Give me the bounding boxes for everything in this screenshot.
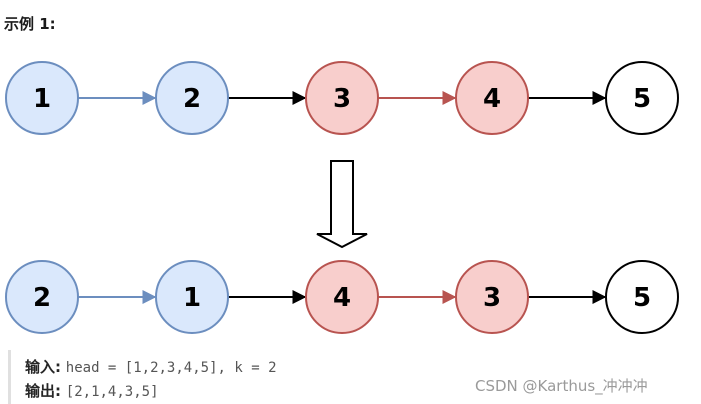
before-node-label-4: 4 — [483, 84, 501, 114]
after-node-2 — [155, 260, 229, 334]
linked-list-diagram: 1 2 3 4 5 2 1 4 3 5 — [5, 61, 679, 334]
input-label: 输入: — [25, 358, 61, 376]
down-arrow-icon — [316, 160, 368, 249]
after-node-label-2: 1 — [183, 283, 201, 313]
list-before: 1 2 3 4 5 — [5, 61, 679, 135]
output-line: 输出: [2,1,4,3,5] — [25, 381, 159, 402]
after-node-label-1: 2 — [33, 283, 51, 313]
watermark: CSDN @Karthus_冲冲冲 — [475, 377, 648, 395]
after-node-4 — [455, 260, 529, 334]
input-value: head = [1,2,3,4,5], k = 2 — [65, 360, 277, 376]
before-node-4 — [455, 61, 529, 135]
after-node-5 — [605, 260, 679, 334]
input-line: 输入: head = [1,2,3,4,5], k = 2 — [25, 357, 277, 378]
before-node-label-1: 1 — [33, 84, 51, 114]
after-node-3 — [305, 260, 379, 334]
before-node-label-2: 2 — [183, 84, 201, 114]
before-node-2 — [155, 61, 229, 135]
before-node-3 — [305, 61, 379, 135]
after-node-label-4: 3 — [483, 283, 501, 313]
before-node-5 — [605, 61, 679, 135]
before-node-1 — [5, 61, 79, 135]
after-node-label-3: 4 — [333, 283, 351, 313]
example-block: 输入: head = [1,2,3,4,5], k = 2 输出: [2,1,4… — [8, 350, 481, 404]
list-after: 2 1 4 3 5 — [5, 260, 679, 334]
output-label: 输出: — [25, 382, 61, 400]
before-node-label-3: 3 — [333, 84, 351, 114]
output-value: [2,1,4,3,5] — [65, 384, 159, 400]
after-node-1 — [5, 260, 79, 334]
before-node-label-5: 5 — [633, 84, 651, 114]
example-heading: 示例 1: — [4, 15, 56, 33]
after-node-label-5: 5 — [633, 283, 651, 313]
